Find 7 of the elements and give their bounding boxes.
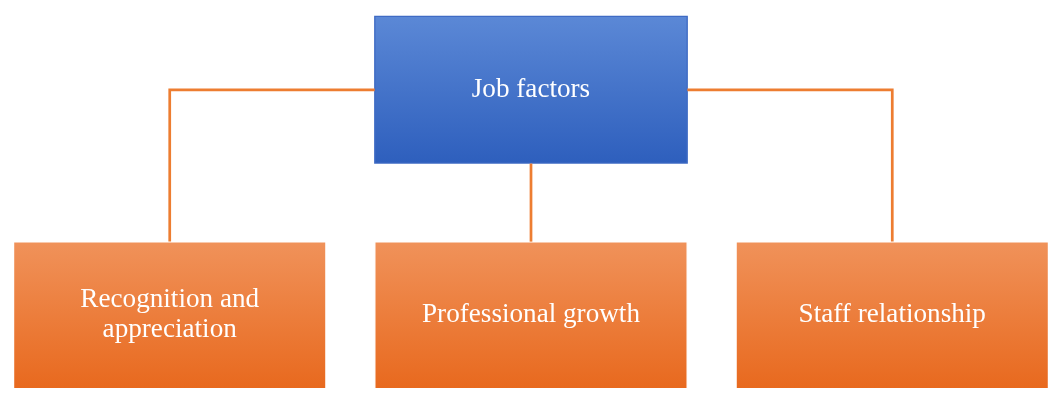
node-box: Recognition and appreciation — [12, 241, 327, 390]
node-box: Staff relationship — [735, 241, 1050, 390]
node-box: Professional growth — [374, 241, 688, 390]
connector — [168, 88, 375, 242]
connector — [529, 163, 533, 242]
node-box: Job factors — [374, 15, 688, 164]
connector — [687, 88, 894, 242]
